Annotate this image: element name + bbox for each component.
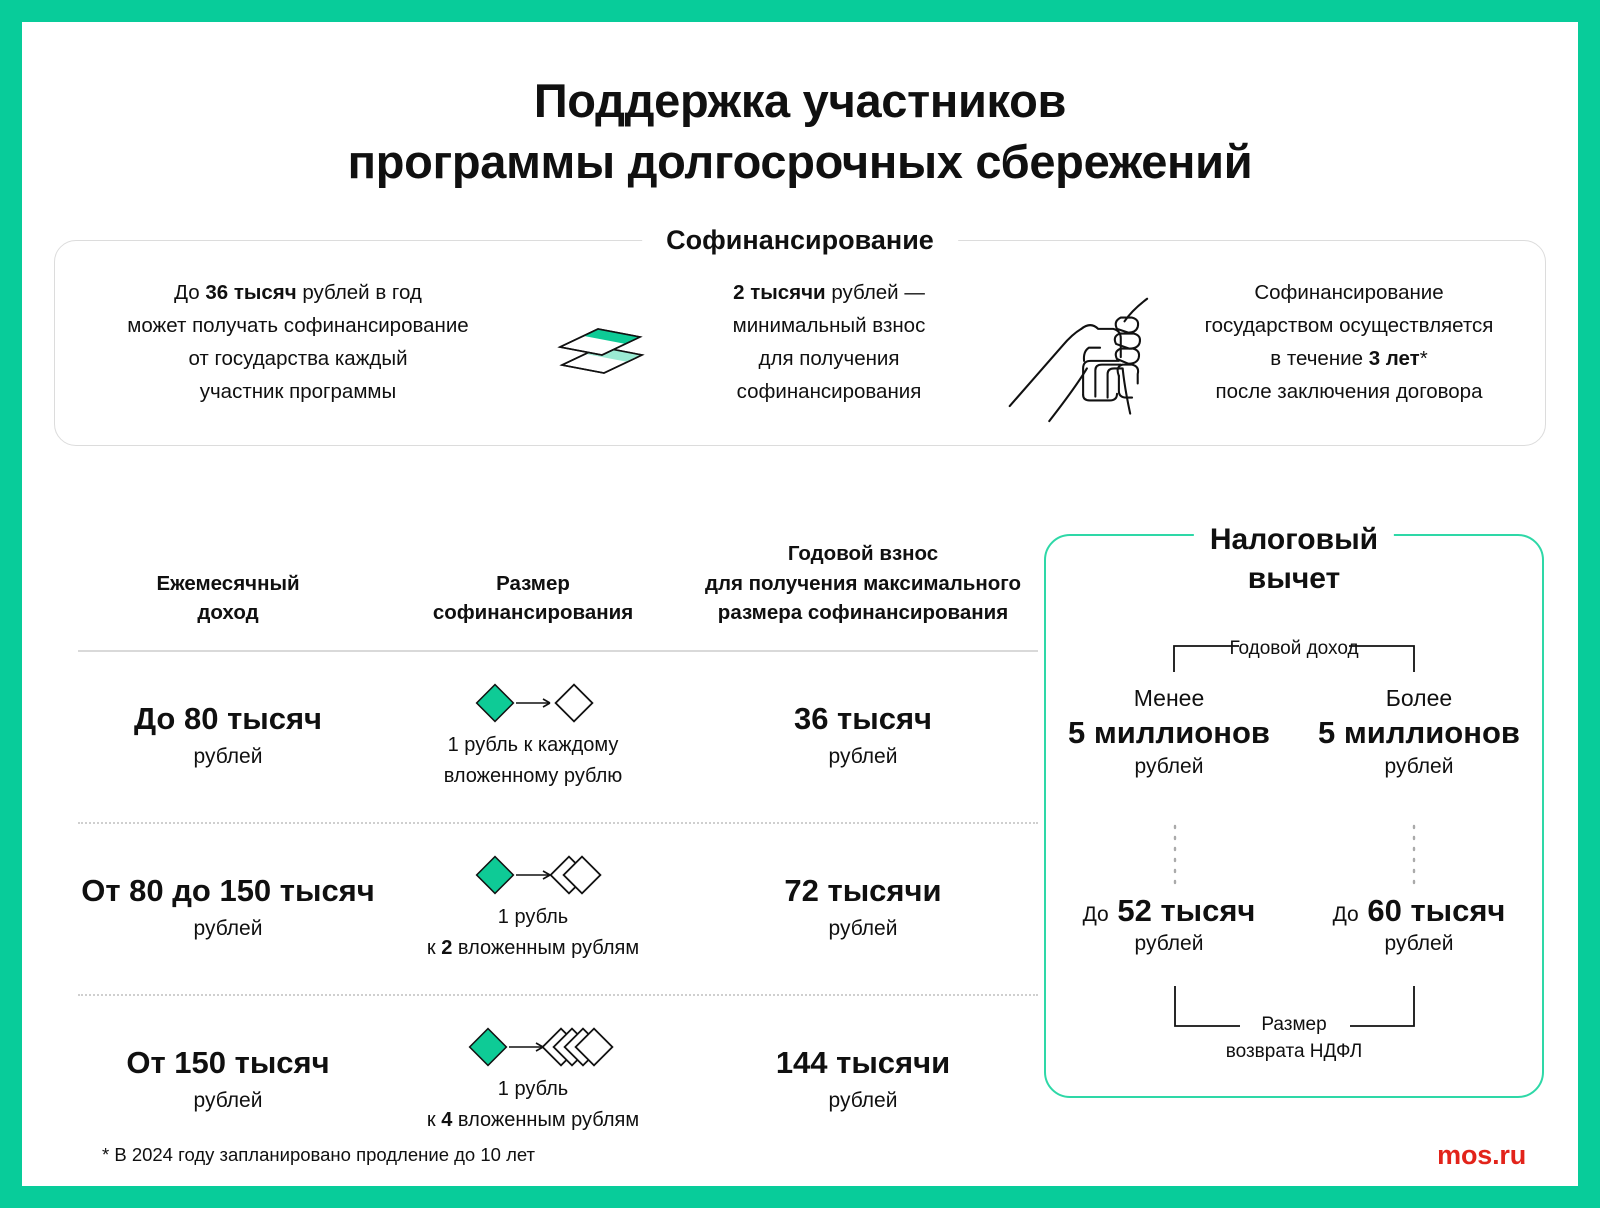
row-income-cell: От 150 тысяч рублей	[78, 1045, 378, 1116]
infographic-canvas: Поддержка участников программы долгосроч…	[22, 22, 1578, 1186]
dotted-connector-icon	[1173, 824, 1416, 890]
cofinancing-legend: Софинансирование	[642, 225, 958, 256]
tax-refund-prefix: До	[1332, 903, 1359, 926]
page-title-line-1: Поддержка участников	[533, 74, 1067, 127]
top-brace-label: Годовой доход	[1229, 638, 1359, 659]
tax-refund-value: До 60 тысяч	[1294, 892, 1544, 929]
row-income-cell: От 80 до 150 тысяч рублей	[78, 873, 378, 944]
bottom-brace-label-line-1: Размер	[1261, 1014, 1327, 1035]
tax-legend-line-1: Налоговый	[1209, 523, 1379, 556]
row-annual-unit: рублей	[828, 916, 898, 940]
ratio-diamonds-icon	[378, 682, 688, 724]
tax-income-brackets: Менее 5 миллионов рублей Более 5 миллион…	[1044, 684, 1544, 782]
ratio-diamonds-icon	[378, 854, 688, 896]
page-title: Поддержка участников программы долгосроч…	[22, 70, 1578, 192]
row-annual-unit: рублей	[828, 744, 898, 768]
footnote: * В 2024 году запланировано продление до…	[102, 1144, 536, 1165]
row-income-value: От 80 до 150 тысяч	[81, 872, 375, 908]
table-row-divider	[78, 821, 1038, 824]
tax-bracket-lead: Менее	[1133, 685, 1205, 711]
tax-bracket-unit: рублей	[1384, 754, 1454, 778]
bottom-brace-label: Размер возврата НДФЛ	[1044, 1012, 1544, 1065]
mosru-logo[interactable]: mos.ru	[1437, 1140, 1526, 1170]
tax-legend-line-2: вычет	[1247, 562, 1341, 595]
row-annual-unit: рублей	[828, 1088, 898, 1112]
row-income-value: От 150 тысяч	[126, 1044, 330, 1080]
bottom-brace-label-line-2: возврата НДФЛ	[1225, 1040, 1363, 1062]
row-annual-value: 36 тысяч	[793, 700, 933, 736]
tax-bracket-amount: 5 миллионов	[1068, 714, 1270, 750]
tax-refund-number: 60 тысяч	[1367, 893, 1506, 928]
row-annual-cell: 144 тысячи рублей	[688, 1045, 1038, 1116]
row-annual-cell: 36 тысяч рублей	[688, 701, 1038, 772]
tax-refund-column: До 60 тысяч рублей	[1294, 892, 1544, 960]
table-row-divider	[78, 993, 1038, 996]
row-annual-cell: 72 тысячи рублей	[688, 873, 1038, 944]
ratio-diamonds-icon	[378, 1026, 688, 1068]
tax-refund-amounts: До 52 тысяч рублей До 60 тысяч рублей	[1044, 892, 1544, 960]
stacked-sheets-icon	[524, 303, 679, 383]
bottom-brace-icon	[1174, 986, 1415, 1027]
page-title-line-2: программы долгосрочных сбережений	[347, 135, 1253, 189]
tax-bracket-amount: 5 миллионов	[1318, 714, 1520, 750]
tax-bracket-lead: Более	[1385, 685, 1453, 711]
tax-bracket-unit: рублей	[1134, 754, 1204, 778]
table-header-divider	[78, 650, 1038, 652]
tax-deduction-legend: Налоговый вычет	[1193, 520, 1395, 598]
row-annual-value: 144 тысячи	[775, 1044, 951, 1080]
tax-deduction-content: Годовой доход Менее 5 миллионов рублей Б…	[1044, 534, 1544, 1098]
tax-refund-number: 52 тысяч	[1117, 893, 1256, 928]
tax-refund-column: До 52 тысяч рублей	[1044, 892, 1294, 960]
row-income-unit: рублей	[193, 744, 263, 768]
row-annual-value: 72 тысячи	[784, 872, 942, 908]
helping-hands-icon	[979, 263, 1159, 423]
top-brace-icon	[1173, 645, 1415, 672]
tax-bracket-column: Более 5 миллионов рублей	[1294, 684, 1544, 782]
tax-bracket-column: Менее 5 миллионов рублей	[1044, 684, 1294, 782]
row-income-value: До 80 тысяч	[133, 700, 323, 736]
tax-refund-prefix: До	[1082, 903, 1109, 926]
tax-refund-unit: рублей	[1384, 932, 1454, 956]
tax-refund-unit: рублей	[1134, 932, 1204, 956]
row-income-unit: рублей	[193, 916, 263, 940]
tax-refund-value: До 52 тысяч	[1044, 892, 1294, 929]
row-income-unit: рублей	[193, 1088, 263, 1112]
row-income-cell: До 80 тысяч рублей	[78, 701, 378, 772]
